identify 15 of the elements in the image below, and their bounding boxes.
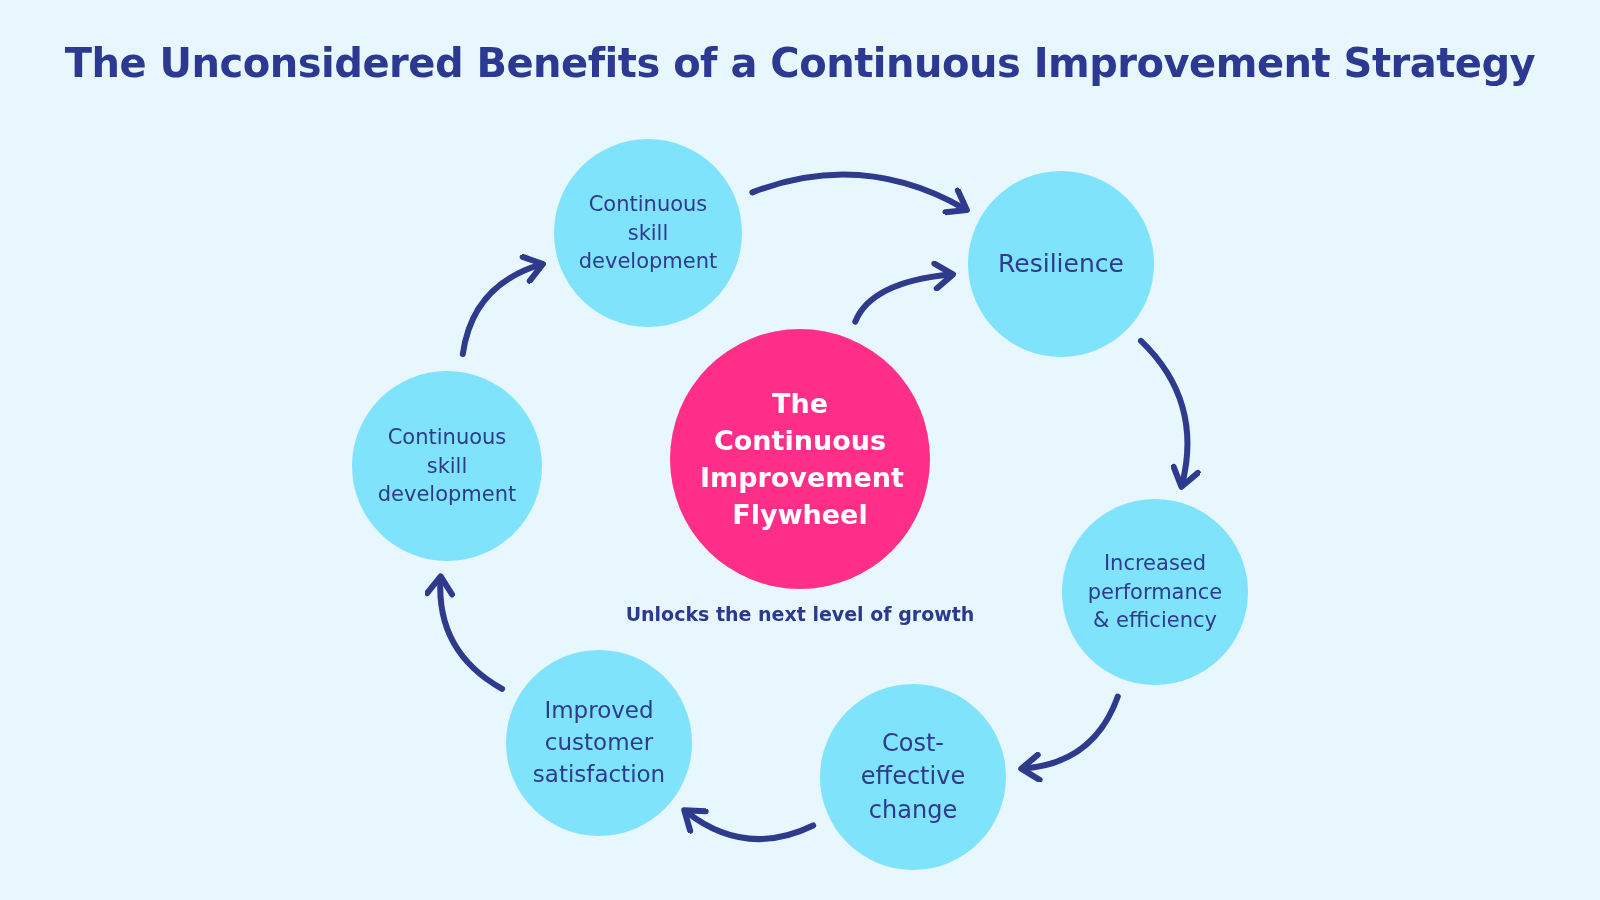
curved-arrow	[1018, 693, 1121, 783]
curved-arrow	[1138, 337, 1201, 490]
curved-arrow	[681, 807, 817, 843]
node-label: Improved customer satisfaction	[531, 696, 667, 789]
title: The Unconsidered Benefits of a Continuous Improvement Strategy	[63, 40, 1537, 86]
node-label: Cost-effective change	[859, 728, 967, 826]
node-label: Continuous skill development	[577, 190, 719, 276]
curved-arrow	[749, 171, 970, 216]
node-label: Continuous skill development	[376, 423, 518, 509]
curved-arrow	[424, 573, 506, 692]
curved-arrow	[852, 260, 956, 325]
node-label: Increased performance & efficiency	[1086, 549, 1224, 635]
curved-arrow	[459, 254, 546, 358]
node-label: Unlocks the next level of growth	[625, 603, 975, 625]
node-label: Resilience	[997, 247, 1125, 280]
